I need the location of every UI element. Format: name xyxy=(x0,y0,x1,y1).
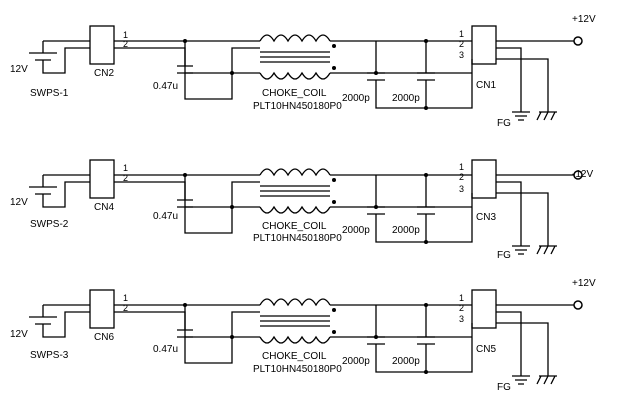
output-voltage-label: +12V xyxy=(572,278,596,289)
stage-3: 12V SWPS-3 CN6 1 2 0.47u CHOKE_COIL PLT1… xyxy=(10,278,596,393)
output-connector-label: CN5 xyxy=(476,344,496,355)
ground-label: FG xyxy=(497,250,511,261)
output-pin-1: 1 xyxy=(459,162,464,172)
output-pin-2: 2 xyxy=(459,303,464,313)
input-connector-label: CN6 xyxy=(94,332,114,343)
output-voltage-label: +12V xyxy=(572,14,596,25)
supply-voltage-label: 12V xyxy=(10,197,28,208)
output-connector-label: CN3 xyxy=(476,212,496,223)
output-connector-label: CN1 xyxy=(476,80,496,91)
choke-part-label: PLT10HN450180P0 xyxy=(253,101,342,112)
supply-voltage-label: 12V xyxy=(10,329,28,340)
y-cap-2-label: 2000p xyxy=(392,225,420,236)
choke-part-label: PLT10HN450180P0 xyxy=(253,364,342,375)
output-pin-2: 2 xyxy=(459,39,464,49)
input-pin-2: 2 xyxy=(123,39,128,49)
stage-2: 12V SWPS-2 CN4 1 2 0.47u CHOKE_COIL PLT1… xyxy=(10,159,593,261)
output-pin-1: 1 xyxy=(459,293,464,303)
choke-type-label: CHOKE_COIL xyxy=(262,88,327,99)
y-cap-1-label: 2000p xyxy=(342,356,370,367)
stage-1: 12V SWPS-1 CN2 1 2 0.47u CHOKE_COIL PLT1… xyxy=(10,14,596,129)
input-pin-1: 1 xyxy=(123,163,128,173)
y-cap-1-label: 2000p xyxy=(342,225,370,236)
choke-part-label: PLT10HN450180P0 xyxy=(253,233,342,244)
output-voltage-label: -12V xyxy=(572,169,593,180)
input-pin-2: 2 xyxy=(123,173,128,183)
supply-voltage-label: 12V xyxy=(10,64,28,75)
input-cap-label: 0.47u xyxy=(153,344,178,355)
ground-label: FG xyxy=(497,382,511,393)
input-pin-2: 2 xyxy=(123,303,128,313)
supply-name-label: SWPS-3 xyxy=(30,350,69,361)
input-cap-label: 0.47u xyxy=(153,81,178,92)
input-pin-1: 1 xyxy=(123,293,128,303)
output-pin-1: 1 xyxy=(459,29,464,39)
y-cap-2-label: 2000p xyxy=(392,356,420,367)
input-pin-1: 1 xyxy=(123,30,128,40)
supply-name-label: SWPS-2 xyxy=(30,219,69,230)
supply-name-label: SWPS-1 xyxy=(30,88,69,99)
input-connector-label: CN2 xyxy=(94,68,114,79)
y-cap-2-label: 2000p xyxy=(392,93,420,104)
output-pin-2: 2 xyxy=(459,172,464,182)
y-cap-1-label: 2000p xyxy=(342,93,370,104)
input-cap-label: 0.47u xyxy=(153,211,178,222)
choke-type-label: CHOKE_COIL xyxy=(262,221,327,232)
choke-type-label: CHOKE_COIL xyxy=(262,351,327,362)
output-pin-3: 3 xyxy=(459,184,464,194)
output-pin-3: 3 xyxy=(459,50,464,60)
output-pin-3: 3 xyxy=(459,314,464,324)
ground-label: FG xyxy=(497,118,511,129)
input-connector-label: CN4 xyxy=(94,202,114,213)
